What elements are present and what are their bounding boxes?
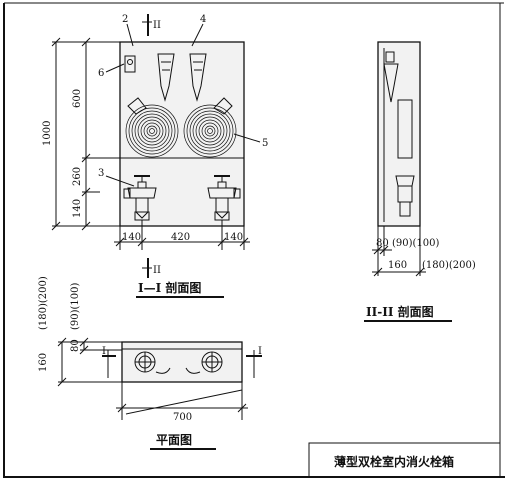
callout-6: 6: [98, 68, 104, 79]
hose-coupling-left: [127, 97, 147, 115]
dim-140-left: 140: [122, 232, 141, 243]
side-nozzle: [383, 63, 399, 103]
drawing-caption: 薄型双栓室内消火栓箱: [334, 454, 454, 469]
caption-box: [308, 442, 501, 478]
plan-dim-160: 160: [38, 353, 49, 372]
nozzle-left: [157, 53, 175, 102]
plan-dim-80: 80: [70, 339, 81, 352]
hose-coil-left: [125, 104, 179, 158]
hose-coil-right: [183, 104, 237, 158]
dim-140-right: 140: [224, 232, 243, 243]
callout-4: 4: [200, 14, 206, 25]
plan-valve-right: [185, 351, 223, 374]
plan-door-swing: [125, 389, 243, 415]
plan-view: I I 700 160 (180)(200) 80 (90)(100) 平面图: [38, 276, 262, 450]
section-mark-top-label: II: [153, 20, 161, 31]
plan-section-right: I: [258, 346, 262, 357]
callout-2: 2: [122, 14, 128, 25]
side-dim-80: 80: [376, 238, 389, 249]
side-dim-80-alt: (90)(100): [392, 238, 440, 249]
alarm-button-icon: [124, 55, 136, 73]
cabinet-outline: [119, 41, 245, 227]
dim-140-vertical: 140: [72, 199, 83, 218]
section-mark-bottom-label: II: [153, 265, 161, 276]
dim-1000: 1000: [42, 121, 53, 146]
plan-view-title: 平面图: [156, 433, 192, 447]
plan-valve-left: [134, 351, 171, 374]
side-door-glass: [397, 99, 413, 159]
hose-coupling-right: [213, 97, 233, 115]
side-dim-160-alt: (180)(200): [422, 260, 476, 271]
side-dim-160: 160: [388, 260, 407, 271]
side-cabinet-outline: [377, 41, 421, 227]
plan-dim-80-alt: (90)(100): [70, 282, 81, 330]
front-view: II II 2 4 6 5 3 1000 600 260 140: [42, 14, 268, 298]
callout-5: 5: [262, 138, 268, 149]
side-view: 80 (90)(100) 160 (180)(200) II-II 剖面图: [364, 41, 476, 322]
nozzle-right: [189, 53, 207, 102]
dim-420: 420: [171, 232, 190, 243]
dim-260: 260: [72, 167, 83, 186]
side-view-title: II-II 剖面图: [366, 304, 434, 319]
callout-3: 3: [98, 168, 104, 179]
hydrant-valve-right: [207, 175, 241, 238]
front-view-title: I—I 剖面图: [138, 280, 201, 295]
plan-section-left: I: [102, 346, 106, 357]
plan-dim-700: 700: [173, 412, 192, 423]
dim-600: 600: [72, 89, 83, 108]
hydrant-valve-left: [123, 175, 157, 238]
plan-dim-160-alt: (180)(200): [38, 276, 49, 330]
